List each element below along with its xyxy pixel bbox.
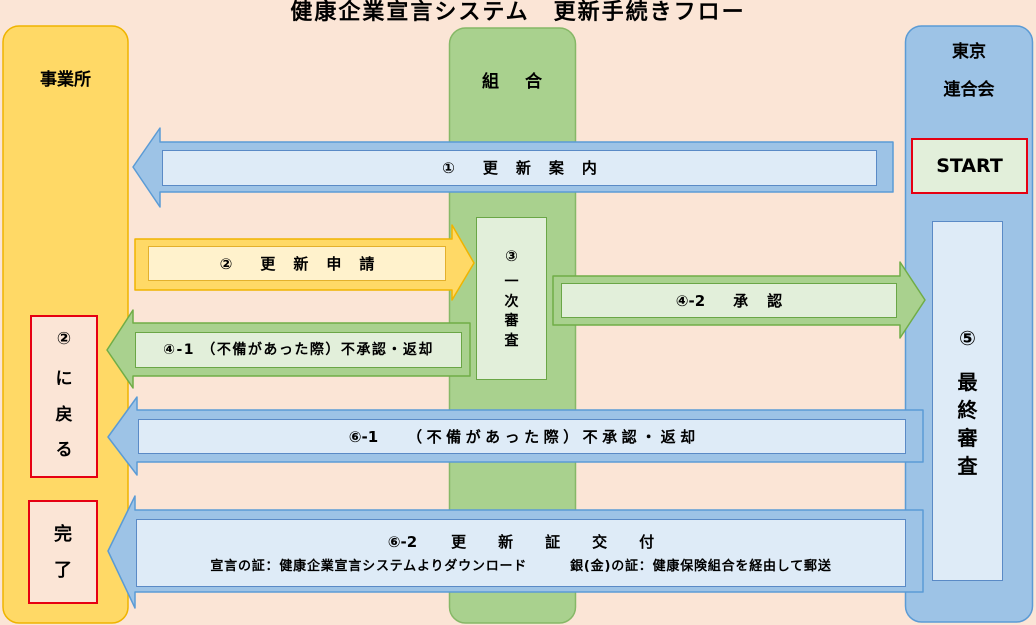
- renewal-application-label-box: ② 更新申請: [148, 246, 446, 281]
- silver-gold-certificate-note: 銀(金)の証：健康保険組合を経由して郵送: [570, 559, 832, 574]
- return-to-step2-box: ② に戻る: [30, 315, 98, 478]
- renewal-application-label: 更新申請: [260, 254, 393, 273]
- federation-rejection-number: ⑥-1: [348, 427, 379, 446]
- approval-label-box: ④-2 承認: [561, 283, 897, 318]
- primary-review-box: ③ 一次審査: [476, 217, 547, 380]
- renewal-notice-label: 更新案内: [482, 159, 615, 177]
- lane-label-office: 事業所: [40, 70, 91, 90]
- approval-label: 承認: [733, 291, 802, 310]
- final-review-box: ⑤ 最終審査: [932, 221, 1003, 581]
- page-title: 健康企業宣言システム 更新手続きフロー: [290, 0, 746, 25]
- federation-rejection-label: （不備があった際）不承認・返却: [407, 427, 700, 446]
- start-label: START: [936, 155, 1003, 177]
- union-rejection-label-box: ④-1 （不備があった際）不承認・返却: [135, 332, 462, 368]
- federation-rejection-label-box: ⑥-1 （不備があった際）不承認・返却: [138, 419, 906, 454]
- lane-label-union: 組合: [482, 72, 568, 92]
- primary-review-label: 一次審査: [504, 274, 519, 349]
- certificate-issue-label-box: ⑥-2 更新証交付 宣言の証：健康企業宣言システムよりダウンロード 銀(金)の証：健…: [136, 519, 906, 587]
- start-box: START: [911, 138, 1028, 194]
- final-review-label: 最終審査: [957, 370, 978, 478]
- renewal-application-number: ②: [219, 254, 233, 273]
- certificate-issue-heading: ⑥-2 更新証交付: [137, 533, 905, 551]
- primary-review-number: ③: [505, 247, 518, 265]
- renewal-notice-label-box: ① 更新案内: [162, 150, 877, 186]
- return-to-step2-label: に戻る: [55, 369, 73, 460]
- approval-number: ④-2: [675, 291, 706, 310]
- complete-label: 完了: [53, 524, 72, 581]
- lane-label-federation-line1: 東京: [952, 42, 986, 62]
- lane-label-federation-line2: 連合会: [943, 80, 995, 100]
- declaration-certificate-note: 宣言の証：健康企業宣言システムよりダウンロード: [210, 559, 528, 574]
- certificate-issue-label: 更新証交付: [451, 533, 687, 551]
- certificate-issue-notes: 宣言の証：健康企業宣言システムよりダウンロード 銀(金)の証：健康保険組合を経由し…: [137, 558, 905, 576]
- union-rejection-label: ④-1 （不備があった際）不承認・返却: [163, 342, 434, 358]
- final-review-number: ⑤: [959, 326, 976, 350]
- certificate-issue-number: ⑥-2: [387, 533, 418, 551]
- complete-box: 完了: [28, 500, 98, 604]
- return-to-step2-number: ②: [56, 329, 72, 349]
- renewal-notice-number: ①: [442, 159, 455, 177]
